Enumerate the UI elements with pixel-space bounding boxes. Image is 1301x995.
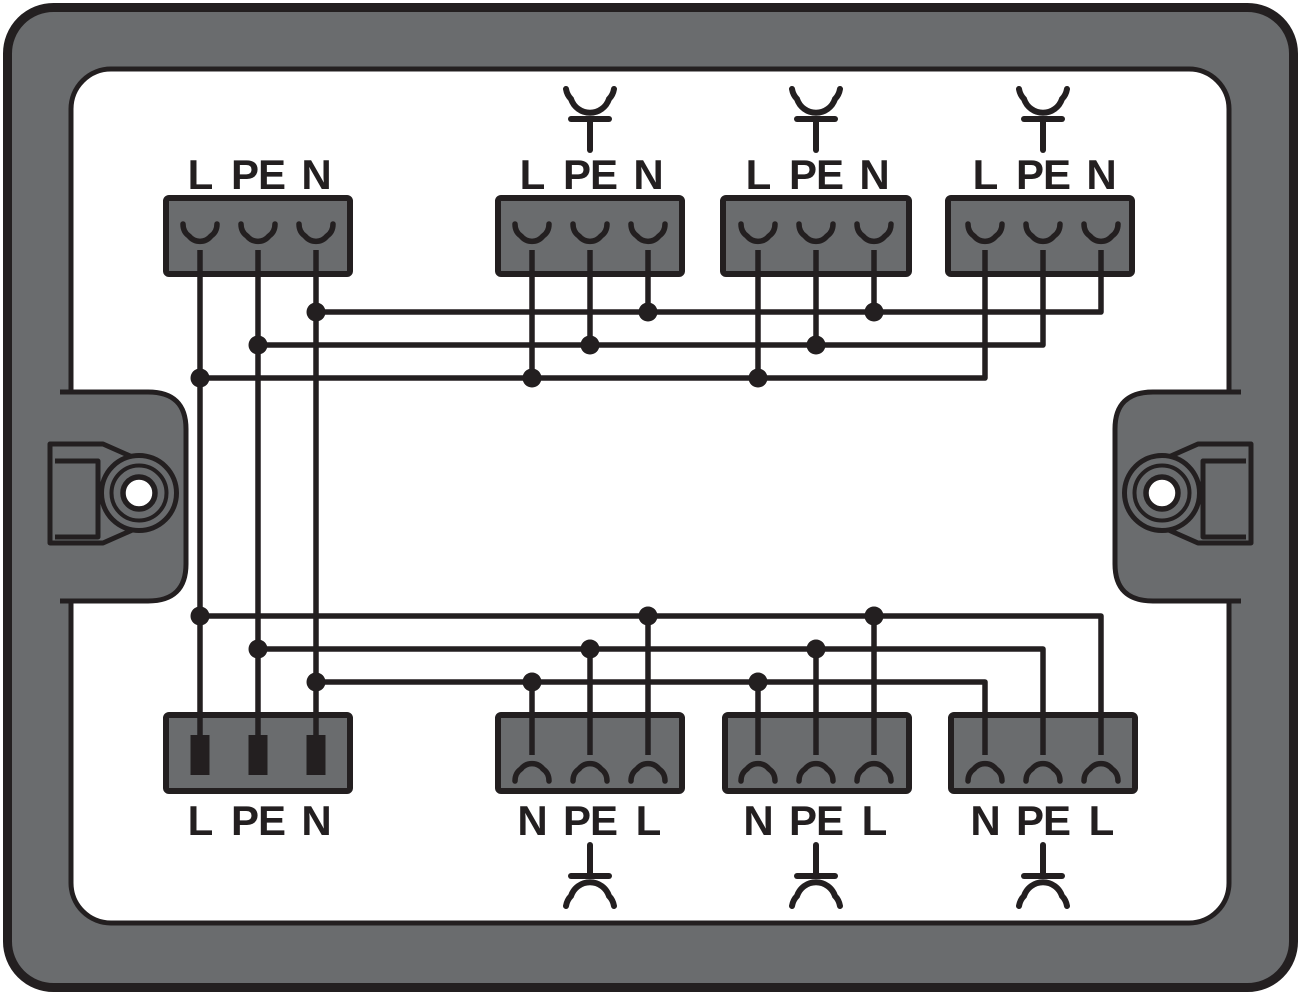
terminal-label: PE — [1016, 151, 1070, 198]
terminal-block-top-2: L PE N — [495, 89, 685, 277]
wire-l-bus-bottom — [200, 613, 1104, 755]
terminal-label: N — [743, 797, 772, 844]
terminal-label: N — [859, 151, 888, 198]
screw-hole-icon — [1143, 474, 1181, 512]
wire-n-bus-top — [316, 250, 1104, 315]
mounting-tab-right — [1112, 389, 1254, 604]
mounting-tab-left — [47, 389, 189, 604]
terminal-block-top-1: L PE N — [163, 151, 353, 277]
terminal-label: L — [746, 151, 771, 198]
terminal-label: N — [633, 151, 662, 198]
terminal-label: L — [188, 151, 213, 198]
junction-dots — [190, 302, 884, 692]
terminal-block-top-4: L PE N — [945, 89, 1135, 277]
terminal-label: PE — [563, 797, 617, 844]
terminal-label: PE — [231, 151, 285, 198]
terminal-label: PE — [789, 151, 843, 198]
wire-pe-bus-top — [258, 250, 1046, 348]
wiring — [190, 250, 1104, 755]
terminal-label: N — [1086, 151, 1115, 198]
terminal-label: L — [520, 151, 545, 198]
terminal-label: PE — [789, 797, 843, 844]
screw-hole-icon — [120, 474, 158, 512]
terminal-label: L — [862, 797, 887, 844]
terminal-label: PE — [1016, 797, 1070, 844]
terminal-label: L — [188, 797, 213, 844]
terminal-label: PE — [563, 151, 617, 198]
terminal-label: L — [636, 797, 661, 844]
terminal-label: N — [517, 797, 546, 844]
plug-pin-icon — [248, 735, 268, 775]
terminal-block-bottom-1: L PE N — [163, 712, 353, 844]
terminal-label: L — [1089, 797, 1114, 844]
terminal-label: L — [973, 151, 998, 198]
wire-l-bus-top — [200, 250, 988, 381]
terminal-label: N — [970, 797, 999, 844]
terminal-label: N — [301, 151, 330, 198]
plug-pin-icon — [306, 735, 326, 775]
terminal-label: PE — [231, 797, 285, 844]
wire-pe-bus-bottom — [258, 646, 1046, 755]
plug-pin-icon — [190, 735, 210, 775]
terminal-label: N — [301, 797, 330, 844]
